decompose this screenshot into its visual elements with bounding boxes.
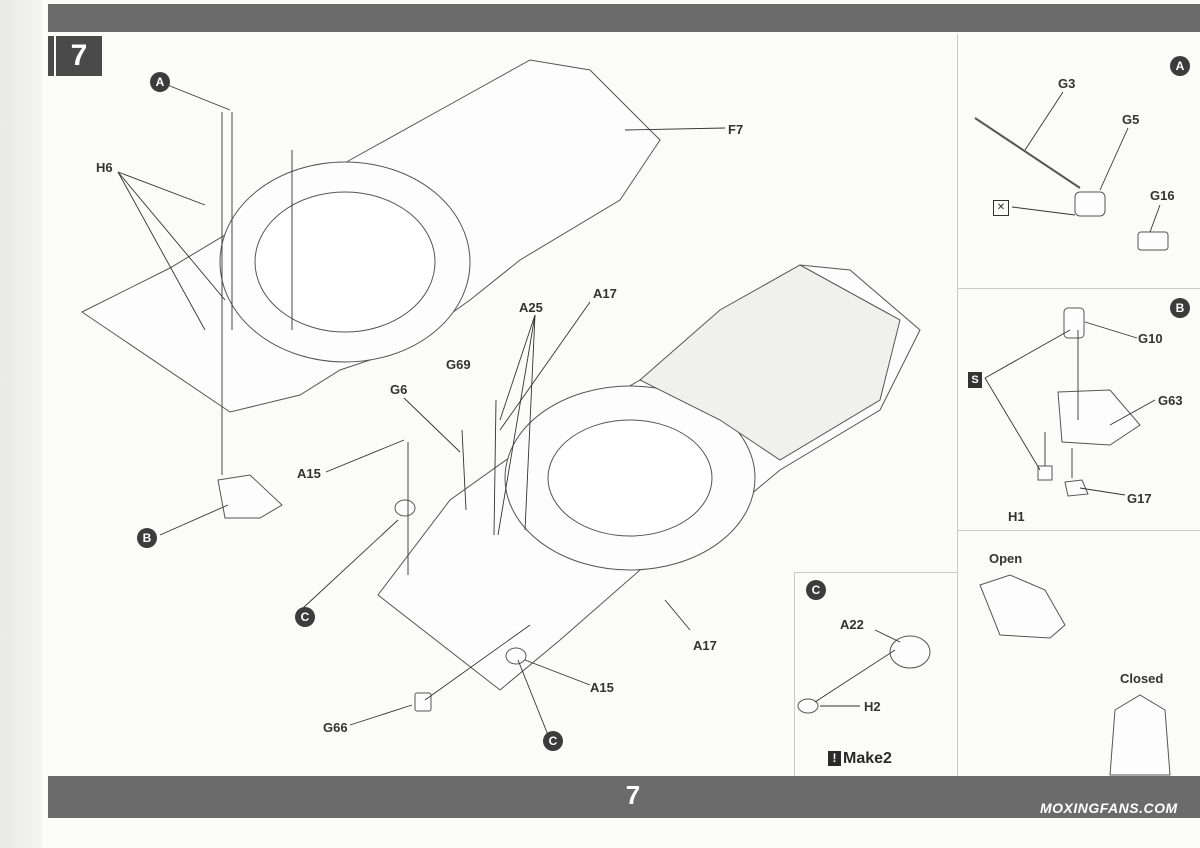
marker-c-main-left: C xyxy=(295,607,315,627)
header-band xyxy=(48,4,1200,32)
label-g16: G16 xyxy=(1150,188,1175,203)
torsion-rod-g3 xyxy=(974,117,1081,189)
label-g5: G5 xyxy=(1122,112,1140,127)
label-h6: H6 xyxy=(96,160,113,175)
label-g17: G17 xyxy=(1127,491,1152,506)
marker-b-panel: B xyxy=(1170,298,1190,318)
panel-a-bottom-divider xyxy=(957,288,1200,289)
label-a17-top: A17 xyxy=(593,286,617,301)
watermark-text: MOXINGFANS.COM xyxy=(1040,800,1178,816)
label-g3: G3 xyxy=(1058,76,1076,91)
footer-band: 7 xyxy=(48,776,1200,818)
exclamation-icon: ! xyxy=(828,751,841,766)
part-h1 xyxy=(1037,465,1053,481)
label-a25: A25 xyxy=(519,300,543,315)
label-h2: H2 xyxy=(864,699,881,714)
marker-a-main: A xyxy=(150,72,170,92)
cement-icon: ✕ xyxy=(993,200,1009,216)
make-two-note: !Make2 xyxy=(828,750,892,768)
part-a15-lower xyxy=(505,647,527,665)
panel-b-bottom-divider xyxy=(957,530,1200,531)
marker-c-panel: C xyxy=(806,580,826,600)
panel-c-left-divider xyxy=(794,572,795,776)
side-panel-divider xyxy=(957,34,958,776)
hatch-closed-view xyxy=(1109,694,1171,776)
page-binding-shadow xyxy=(0,0,42,848)
block-g16 xyxy=(1137,231,1169,251)
label-h1: H1 xyxy=(1008,509,1025,524)
part-g17 xyxy=(1064,479,1089,497)
label-a17-bottom: A17 xyxy=(693,638,717,653)
part-g66 xyxy=(414,692,432,712)
panel-c-top-divider xyxy=(794,572,957,573)
label-open: Open xyxy=(989,551,1023,566)
hinge-a22 xyxy=(889,635,931,669)
label-a15-bottom: A15 xyxy=(590,680,614,695)
turret-opening-lower xyxy=(547,419,713,537)
label-a15-left: A15 xyxy=(297,466,321,481)
label-g69: G69 xyxy=(446,357,471,372)
label-g10: G10 xyxy=(1138,331,1163,346)
turret-opening-upper xyxy=(254,191,436,333)
engine-deck xyxy=(639,264,901,461)
periscope-g10 xyxy=(1063,307,1085,339)
step-number: 7 xyxy=(56,36,102,76)
hatch-g63 xyxy=(1057,389,1141,446)
part-a15-upper xyxy=(394,499,416,517)
hatch-open-view xyxy=(979,574,1066,639)
marker-a-panel: A xyxy=(1170,56,1190,76)
marker-b-main: B xyxy=(137,528,157,548)
label-g63: G63 xyxy=(1158,393,1183,408)
footer-step-number: 7 xyxy=(625,780,641,810)
escape-hatch-b xyxy=(217,474,283,519)
marker-c-main-bottom: C xyxy=(543,731,563,751)
label-closed: Closed xyxy=(1120,671,1164,686)
bracket-g5 xyxy=(1074,191,1106,217)
step-tab xyxy=(48,36,54,76)
bend-icon: S xyxy=(968,372,982,388)
label-g6: G6 xyxy=(390,382,408,397)
label-g66: G66 xyxy=(323,720,348,735)
label-f7: F7 xyxy=(728,122,744,137)
disc-h2 xyxy=(797,698,819,714)
label-a22: A22 xyxy=(840,617,864,632)
